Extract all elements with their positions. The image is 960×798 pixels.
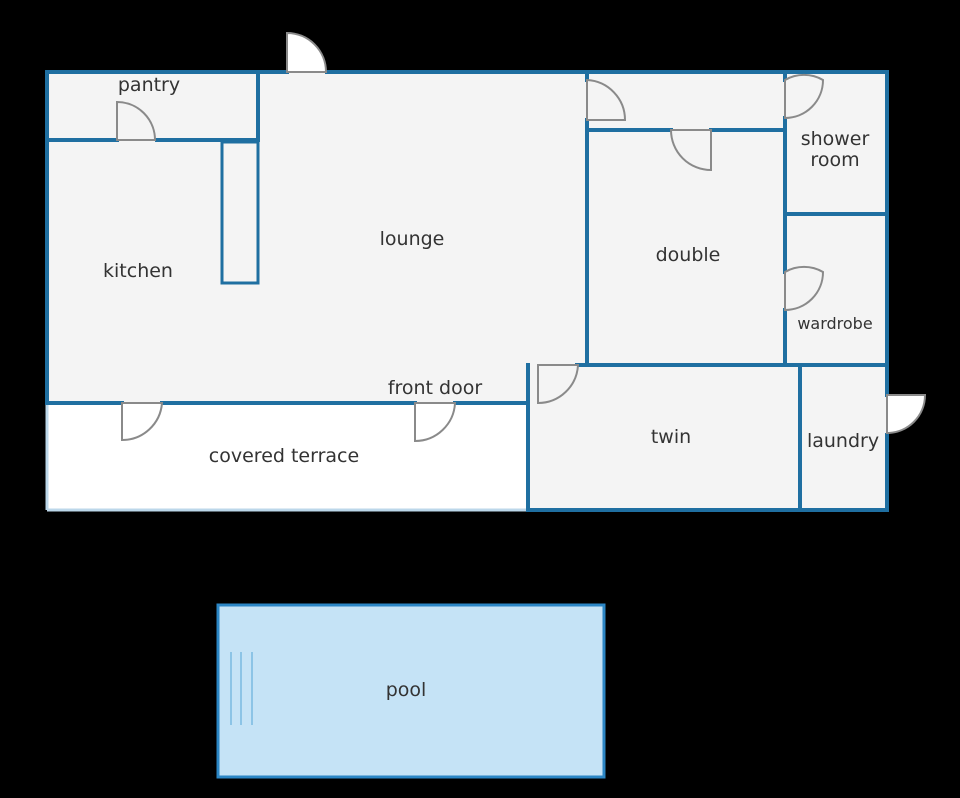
- door-wardrobe: [784, 265, 825, 312]
- door-hall-lounge: [586, 78, 627, 121]
- label-kitchen: kitchen: [103, 260, 173, 282]
- kitchen-counter: [220, 140, 260, 285]
- door-back-entrance: [286, 31, 328, 73]
- label-double: double: [656, 244, 721, 266]
- door-pantry: [116, 100, 157, 141]
- label-covered-terrace: covered terrace: [209, 445, 359, 467]
- label-front-door: front door: [388, 377, 483, 399]
- door-kitchen-terrace: [121, 402, 164, 442]
- door-front: [414, 402, 457, 443]
- label-laundry: laundry: [807, 430, 879, 452]
- pool-basin: [216, 603, 606, 779]
- label-pool: pool: [386, 679, 427, 701]
- label-twin: twin: [651, 426, 691, 448]
- door-laundry-outside: [886, 394, 927, 435]
- label-pantry: pantry: [118, 74, 180, 96]
- bedroom-wing-floor: [528, 365, 887, 510]
- door-shower: [784, 73, 825, 120]
- door-double: [669, 129, 712, 172]
- house-floor: [47, 72, 887, 403]
- label-wardrobe: wardrobe: [797, 314, 872, 333]
- label-shower-room-line1: shower: [801, 128, 870, 150]
- label-lounge: lounge: [380, 228, 445, 250]
- door-twin: [537, 364, 580, 405]
- label-shower-room-line2: room: [810, 149, 859, 171]
